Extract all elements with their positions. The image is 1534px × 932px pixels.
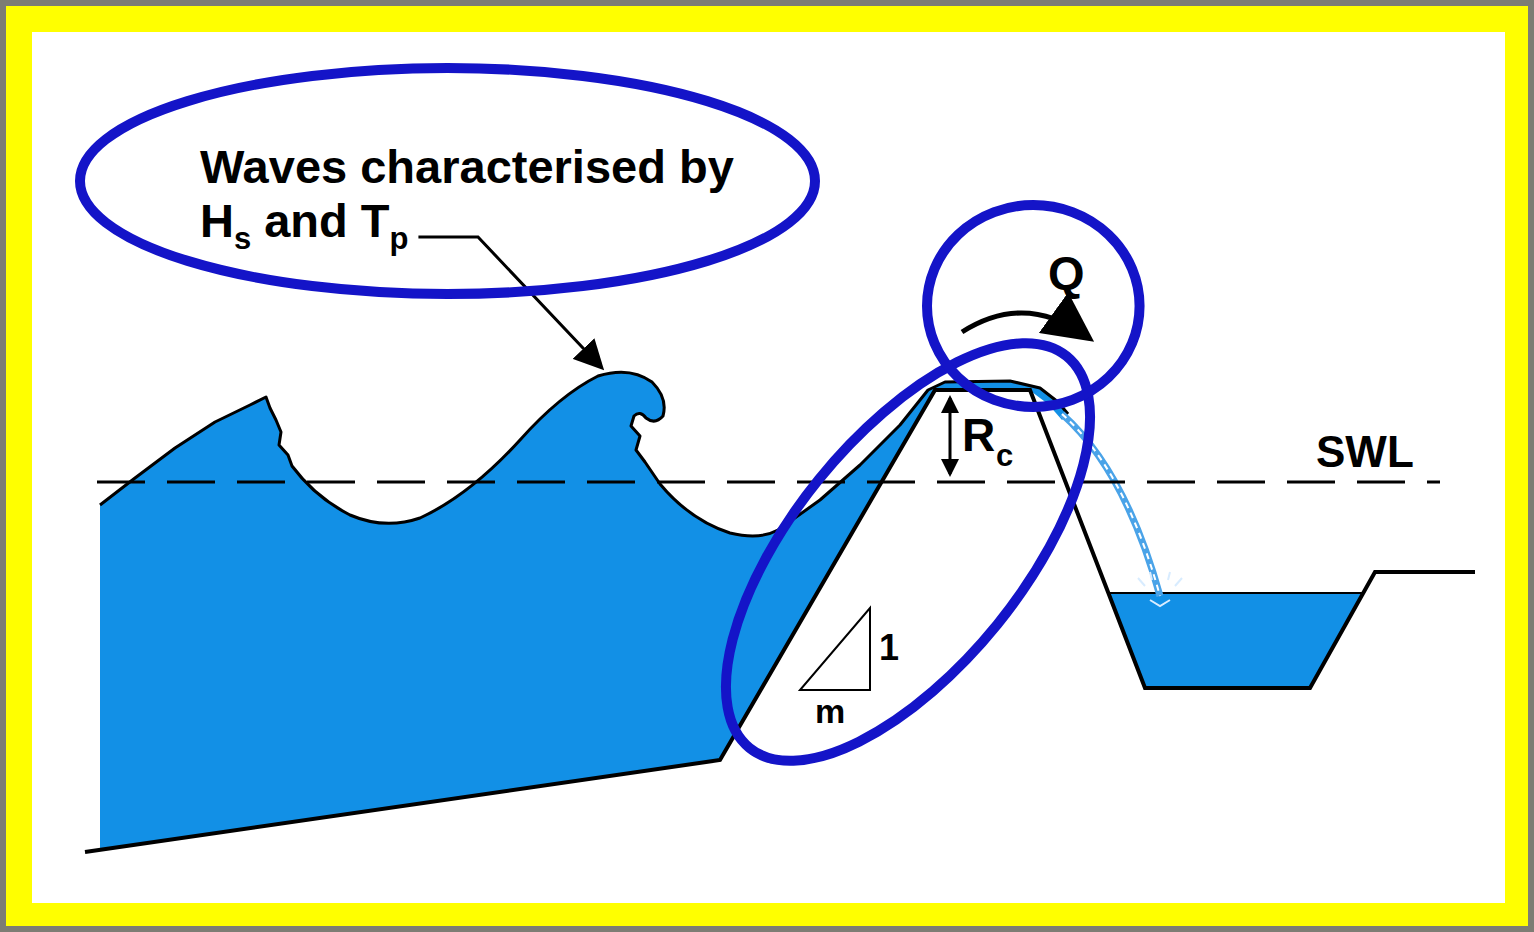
freeboard-symbol: R [962, 412, 995, 458]
overtopping-jet-streak [1062, 414, 1160, 596]
slope-triangle [800, 608, 870, 690]
wave-height-subscript: s [234, 221, 251, 256]
text-line: Waves characterised by [200, 140, 734, 194]
leader-arrow [418, 237, 600, 366]
basin-water [1109, 593, 1363, 688]
wave-callout-ellipse [80, 68, 815, 294]
overtopping-circle: Q [922, 200, 1145, 412]
splash [1138, 572, 1182, 606]
overtopping-circle-outline [922, 200, 1145, 412]
text-line: Q [1048, 246, 1085, 300]
swl-line [97, 481, 1440, 484]
wave-callout-ellipse: Waves characterised byHsandTp [75, 63, 820, 299]
node-content: Q [1048, 246, 1085, 300]
wave-period-symbol: T [361, 194, 390, 247]
callout-text: Waves characterised by [200, 140, 734, 193]
node-content: Waves characterised byHsandTp [200, 140, 734, 248]
breakwater-outline [85, 390, 1475, 852]
freeboard-dimension [949, 398, 952, 474]
wave-height-symbol: H [200, 194, 234, 247]
text-line: HsandTp [200, 194, 734, 248]
swl-label: SWL [1316, 430, 1414, 474]
freeboard-subscript: c [996, 440, 1013, 471]
callout-text: and [264, 194, 348, 247]
overtopping-arrow [962, 313, 1086, 336]
wave-period-subscript: p [389, 221, 408, 256]
discharge-symbol: Q [1048, 246, 1085, 299]
overtopping-circle [927, 205, 1140, 407]
wave-surface [100, 372, 1068, 536]
slope-rise-number: 1 [879, 630, 899, 666]
slope-run-symbol: m [815, 694, 845, 728]
basin-surface [1109, 592, 1363, 594]
slope-highlight-ellipse [660, 284, 1156, 820]
overtopping-jet [1062, 414, 1160, 596]
